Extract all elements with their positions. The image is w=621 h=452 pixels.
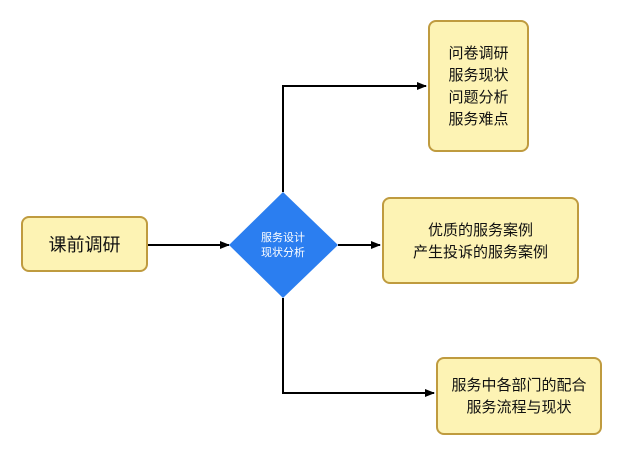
connector-decision-to-bottom <box>282 298 435 397</box>
branch-top-line-2: 服务现状 <box>448 66 509 84</box>
branch-bottom-line-2: 服务流程与现状 <box>466 398 572 416</box>
branch-middle-line-2: 产生投诉的服务案例 <box>412 242 548 261</box>
decision-label-line-2: 现状分析 <box>261 246 305 259</box>
decision-diamond <box>229 192 338 298</box>
branch-bottom-line-1: 服务中各部门的配合 <box>451 376 587 394</box>
decision-label-line-1: 服务设计 <box>261 231 305 244</box>
branch-bottom-node: 服务中各部门的配合 服务流程与现状 <box>436 357 602 435</box>
branch-top-line-3: 问题分析 <box>448 88 509 106</box>
decision-node-label: 服务设计 现状分析 <box>232 228 334 262</box>
branch-top-line-4: 服务难点 <box>448 110 509 128</box>
connector-decision-to-top <box>282 82 427 192</box>
branch-top-node: 问卷调研 服务现状 问题分析 服务难点 <box>428 20 529 152</box>
start-node-label: 课前调研 <box>48 235 121 256</box>
start-node: 课前调研 <box>21 216 148 272</box>
branch-middle-line-1: 优质的服务案例 <box>427 220 533 239</box>
branch-middle-node: 优质的服务案例 产生投诉的服务案例 <box>382 197 579 284</box>
branch-top-line-1: 问卷调研 <box>448 44 509 62</box>
